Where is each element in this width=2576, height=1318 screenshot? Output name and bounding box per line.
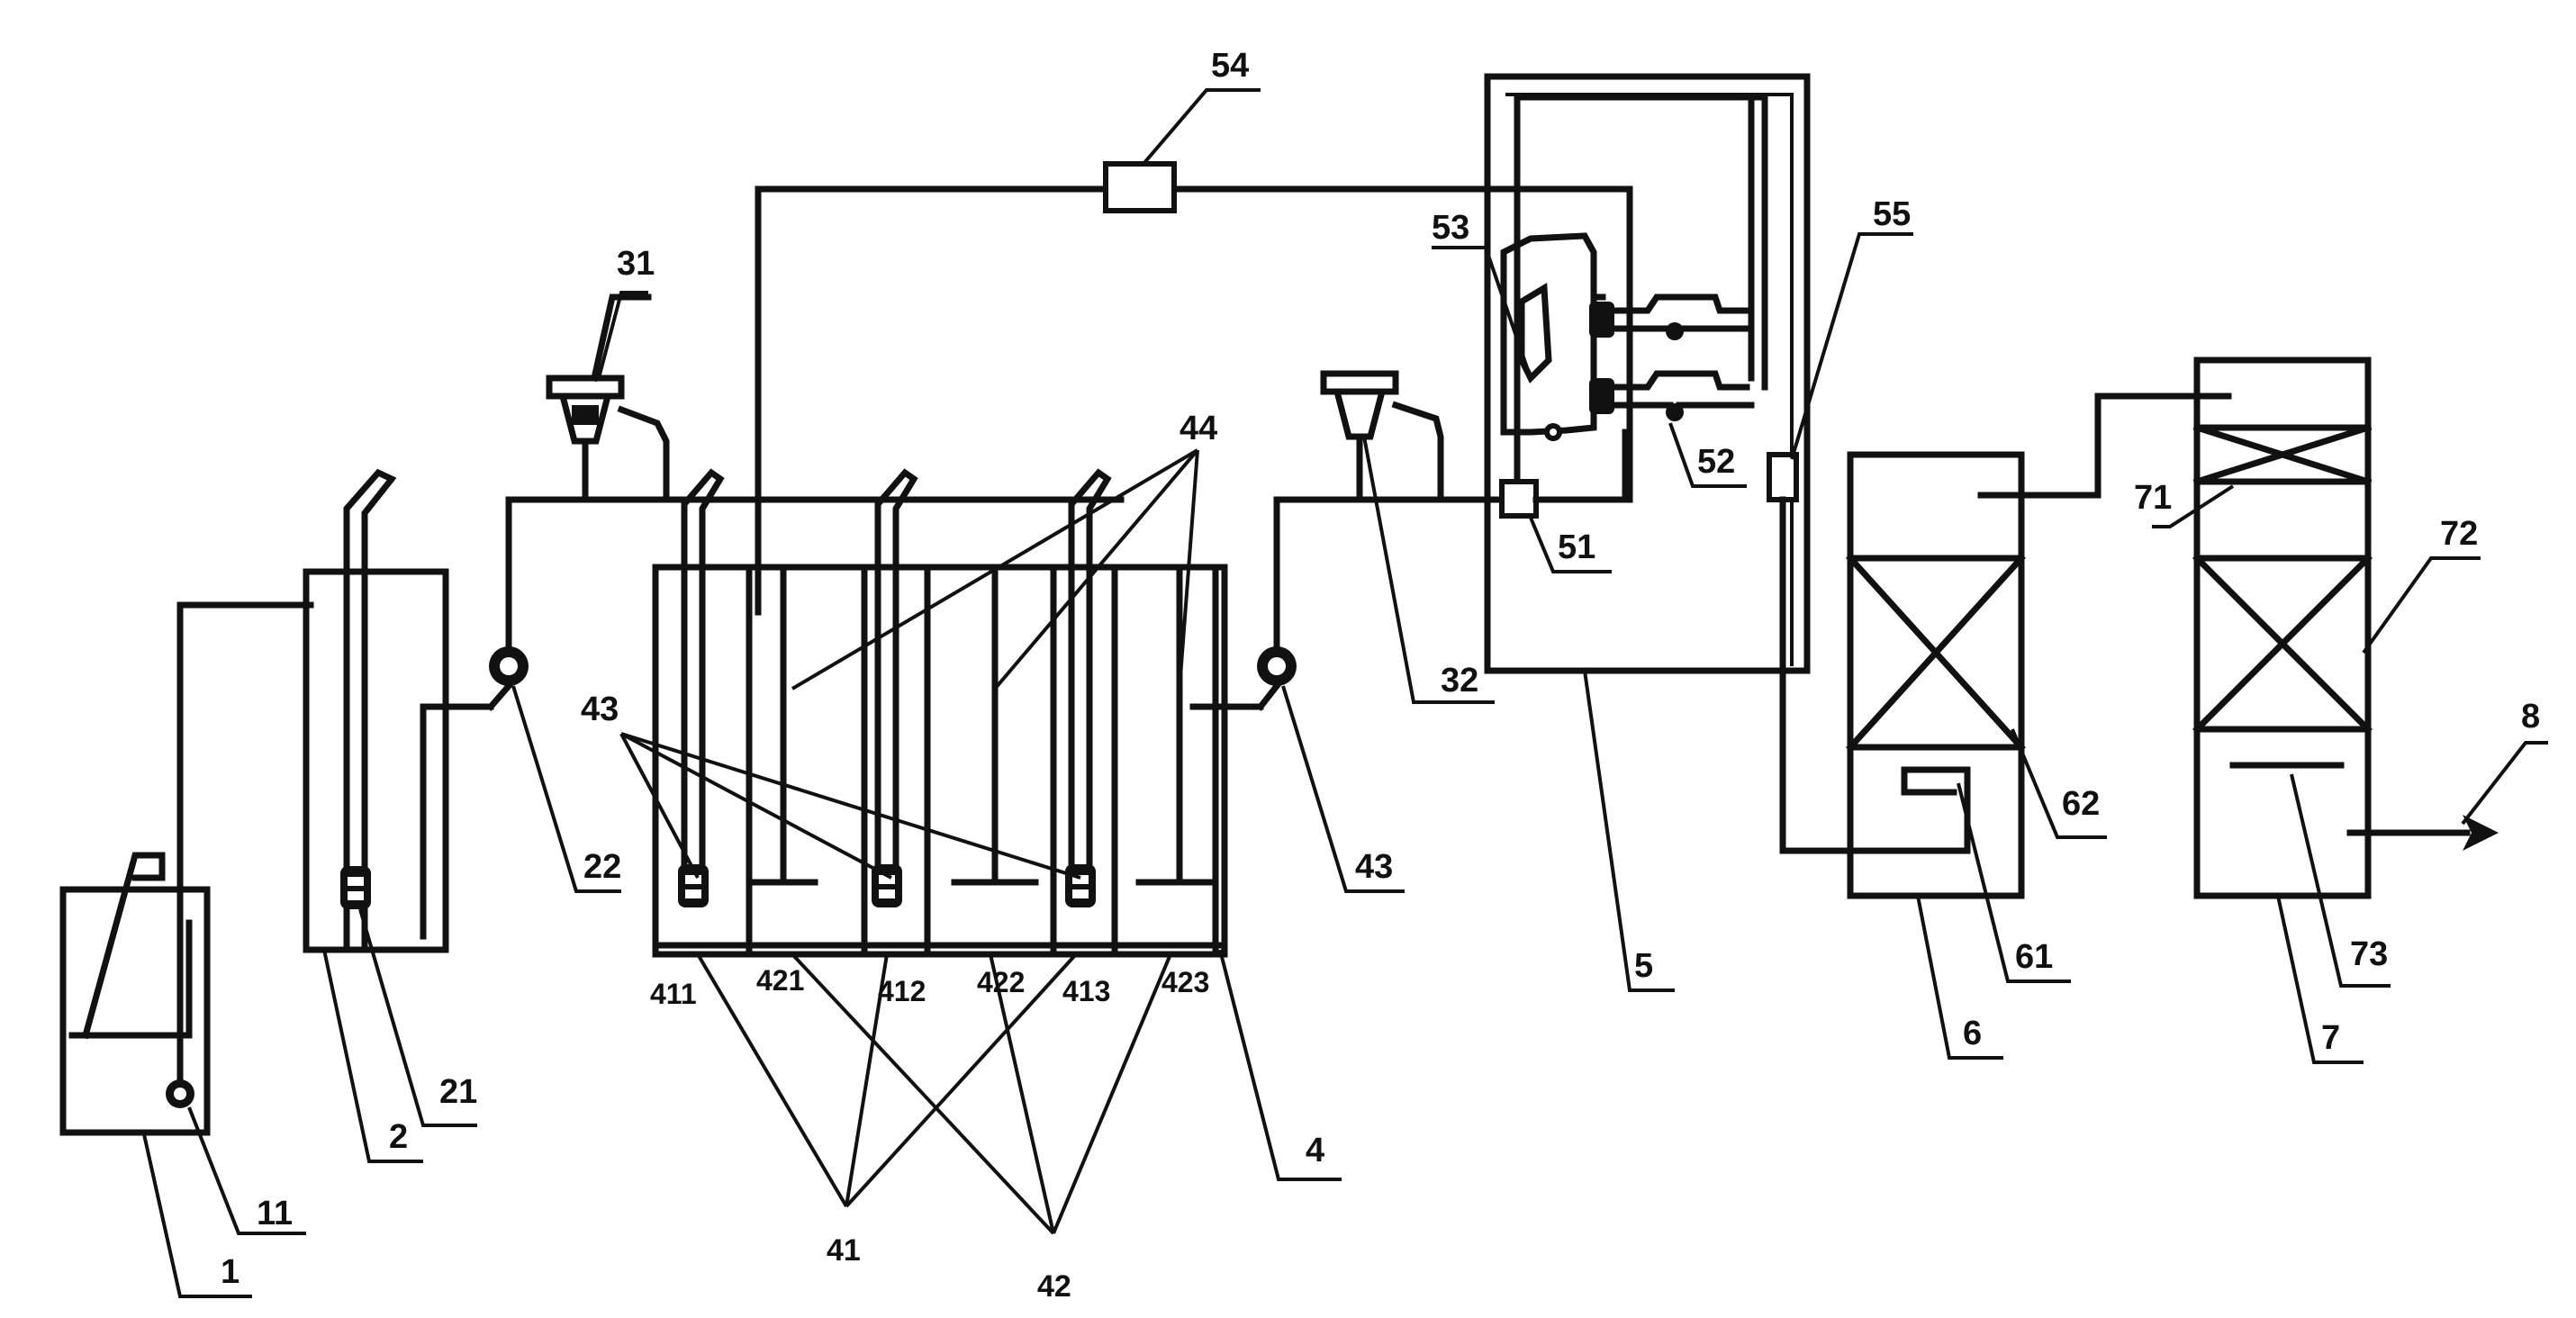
mixer-44-b	[951, 564, 1039, 886]
labels: 1 11 2 21 22 31 32 43 43 44 4 411 421 41…	[221, 47, 2540, 1304]
label-44: 44	[1180, 410, 1217, 447]
label-1: 1	[221, 1253, 240, 1291]
pump-21	[340, 866, 371, 909]
mixer-44-c	[1135, 564, 1219, 886]
diffuser-61	[1901, 766, 1971, 854]
label-61: 61	[2015, 938, 2053, 976]
tank-2	[303, 468, 494, 953]
label-421: 421	[756, 964, 804, 997]
label-43-group: 43	[581, 691, 619, 728]
tank-1	[59, 852, 211, 1136]
doser-32	[1320, 370, 1444, 499]
label-422: 422	[977, 966, 1025, 998]
label-41: 41	[827, 1233, 861, 1268]
return-pipe	[755, 185, 1633, 616]
meter-54	[1103, 161, 1177, 213]
pipe-1-to-2	[176, 601, 314, 1082]
label-71: 71	[2134, 479, 2172, 517]
pipe-5-to-6	[1779, 496, 1926, 854]
label-412: 412	[878, 975, 926, 1007]
label-2: 2	[389, 1118, 408, 1156]
outlet-8	[2346, 815, 2499, 851]
pump-43-outlet	[1257, 646, 1297, 686]
doser-31	[546, 293, 670, 499]
pump-43-right	[1065, 468, 1112, 907]
leader-lines	[142, 88, 2548, 1298]
mixer-44-a	[748, 564, 818, 886]
pump-22	[489, 646, 529, 686]
label-51: 51	[1558, 528, 1595, 566]
label-423: 423	[1161, 966, 1209, 998]
unit-6	[1846, 451, 2065, 899]
label-72: 72	[2440, 515, 2478, 553]
label-11: 11	[257, 1195, 293, 1232]
label-413: 413	[1062, 975, 1110, 1007]
meter-51	[1499, 479, 1539, 519]
label-53: 53	[1432, 209, 1469, 247]
label-52: 52	[1697, 443, 1735, 481]
label-54: 54	[1211, 47, 1249, 85]
label-62: 62	[2062, 785, 2100, 823]
label-73: 73	[2350, 935, 2388, 973]
unit-7	[2192, 357, 2373, 899]
label-4: 4	[1306, 1132, 1324, 1169]
label-42: 42	[1037, 1269, 1071, 1304]
label-43-outlet: 43	[1355, 848, 1393, 886]
label-55: 55	[1873, 195, 1911, 233]
valve-52	[1589, 293, 1755, 421]
label-31: 31	[617, 245, 655, 283]
pipe-6-to-7	[2058, 393, 2232, 499]
label-21: 21	[439, 1073, 477, 1111]
label-6: 6	[1963, 1015, 1982, 1052]
pump-11	[166, 1079, 194, 1108]
label-411: 411	[650, 978, 697, 1010]
sensor-55	[1767, 452, 1799, 502]
label-8: 8	[2521, 698, 2540, 736]
pump-43-left	[678, 468, 725, 907]
label-7: 7	[2321, 1019, 2340, 1057]
reactor-4	[652, 564, 1228, 958]
label-22: 22	[583, 848, 621, 886]
label-5: 5	[1634, 947, 1653, 985]
label-32: 32	[1441, 662, 1478, 700]
pipe-51-53	[1532, 429, 1629, 503]
pump-43-middle	[872, 468, 918, 907]
